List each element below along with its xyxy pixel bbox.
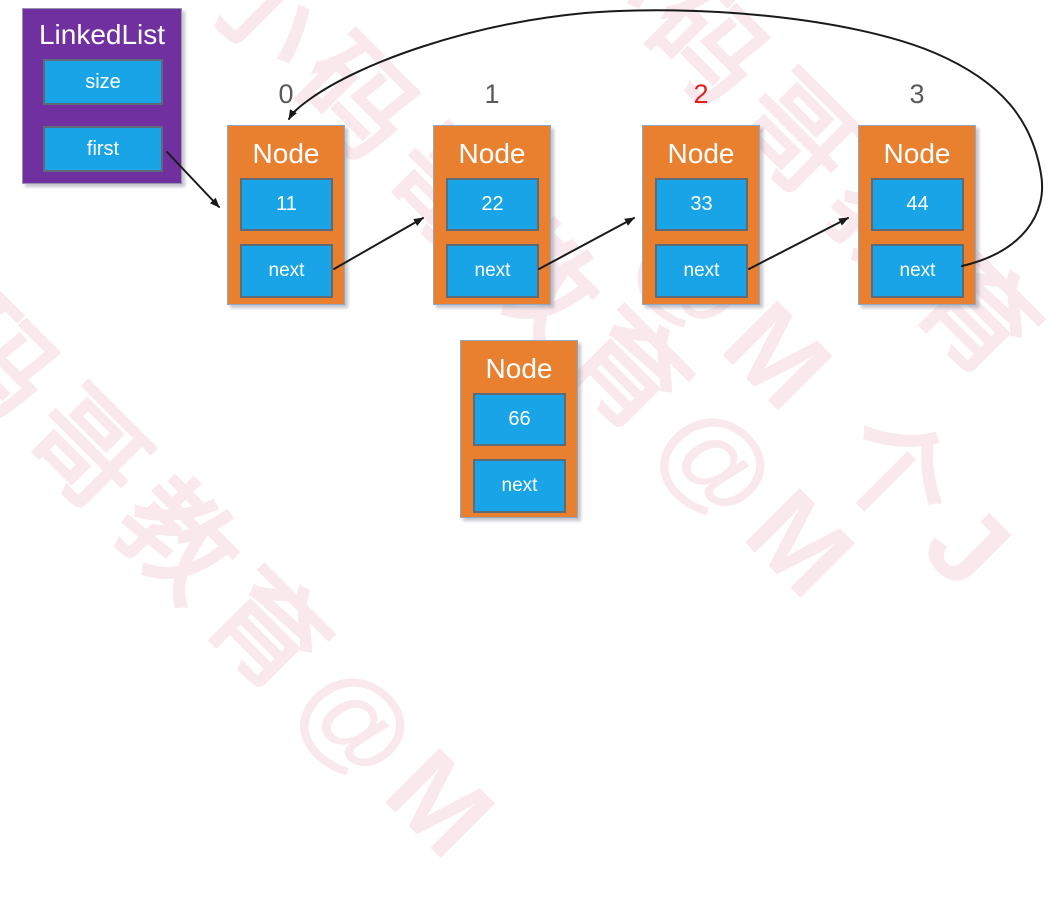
node-next-field: next xyxy=(655,244,748,298)
node-box-0: Node 11 next xyxy=(227,125,345,305)
node-title: Node xyxy=(252,138,320,169)
node-next-field: next xyxy=(473,459,566,513)
watermark-text: 小码哥教育 个J xyxy=(531,0,1056,590)
node-value-field: 11 xyxy=(240,178,333,231)
node-value-field: 44 xyxy=(871,178,964,231)
linkedlist-title: LinkedList xyxy=(38,19,166,50)
node-box-2: Node 33 next xyxy=(642,125,760,305)
node-next-field: next xyxy=(871,244,964,298)
linkedlist-field-first: first xyxy=(43,126,163,172)
arrow-node1-next-to-node2 xyxy=(538,217,635,270)
node-next-field: next xyxy=(446,244,539,298)
node-index-label-1: 1 xyxy=(484,79,500,109)
linkedlist-box: LinkedList size first xyxy=(22,8,182,184)
node-title: Node xyxy=(485,353,553,384)
node-title: Node xyxy=(667,138,735,169)
arrow-node0-next-to-node1 xyxy=(333,217,424,270)
node-title: Node xyxy=(458,138,526,169)
node-value-field: 33 xyxy=(655,178,748,231)
node-box-detached: Node 66 next xyxy=(460,340,578,518)
arrow-node2-next-to-node3 xyxy=(748,217,849,270)
node-value-field: 22 xyxy=(446,178,539,231)
node-value-field: 66 xyxy=(473,393,566,446)
node-index-label-0: 0 xyxy=(278,79,294,109)
node-index-label-3: 3 xyxy=(909,79,925,109)
node-title: Node xyxy=(883,138,951,169)
node-box-1: Node 22 next xyxy=(433,125,551,305)
linkedlist-field-size: size xyxy=(43,59,163,105)
node-box-3: Node 44 next xyxy=(858,125,976,305)
node-next-field: next xyxy=(240,244,333,298)
node-index-label-2: 2 xyxy=(693,79,709,109)
